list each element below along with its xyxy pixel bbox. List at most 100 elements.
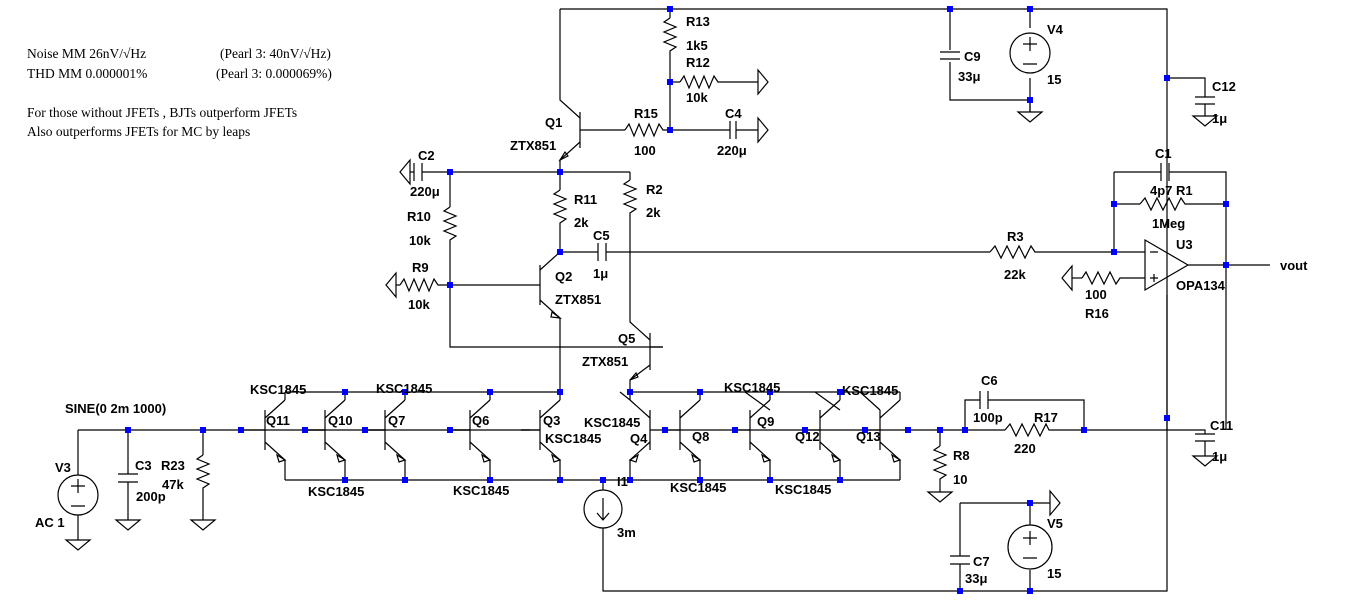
- label-r9: R9: [412, 260, 429, 275]
- label-sine: SINE(0 2m 1000): [65, 401, 166, 416]
- label-r12-value: 10k: [686, 90, 708, 105]
- label-c7: C7: [973, 554, 990, 569]
- label-r13: R13: [686, 14, 710, 29]
- note-noise-pearl: (Pearl 3: 40nV/√Hz): [220, 46, 331, 61]
- label-r12: R12: [686, 55, 710, 70]
- label-r8: R8: [953, 448, 970, 463]
- label-u3-type: OPA134: [1176, 278, 1226, 293]
- label-r16-value: 100: [1085, 287, 1107, 302]
- label-ksc1845-q8: KSC1845: [670, 480, 726, 495]
- note-noise: Noise MM 26nV/√Hz: [27, 46, 146, 61]
- label-c12-value: 1μ: [1212, 111, 1227, 126]
- voltage-source-v5: [1007, 524, 1053, 570]
- ground-icon: [1191, 115, 1219, 127]
- resistors: [195, 17, 1195, 495]
- label-r15-value: 100: [634, 143, 656, 158]
- label-q12: Q12: [795, 429, 820, 444]
- capacitor-c3: [118, 473, 138, 483]
- label-q4: Q4: [630, 431, 648, 446]
- transistor-q11: [246, 399, 287, 480]
- label-r10-value: 10k: [409, 233, 431, 248]
- label-r17-value: 220: [1014, 441, 1036, 456]
- ground-icon: [1016, 111, 1044, 123]
- note-thd-pearl: (Pearl 3: 0.000069%): [216, 66, 332, 81]
- label-r23: R23: [161, 458, 185, 473]
- transistor-q8: [665, 399, 702, 480]
- capacitor-c5: [597, 243, 607, 261]
- label-c3-value: 200p: [136, 489, 166, 504]
- component-labels: R13 1k5 R12 10k R15 100 C4 220μ Q1 ZTX85…: [35, 14, 1308, 586]
- label-r13-value: 1k5: [686, 38, 708, 53]
- grounds: [64, 68, 1219, 551]
- capacitor-c6: [979, 391, 989, 409]
- label-ksc1845-q6: KSC1845: [453, 483, 509, 498]
- label-c7-value: 33μ: [965, 571, 987, 586]
- label-ksc1845-q11: KSC1845: [250, 382, 306, 397]
- resistor-r9: [399, 277, 440, 293]
- label-c9-value: 33μ: [958, 69, 980, 84]
- transistor-q12: [805, 399, 842, 480]
- label-c2: C2: [418, 148, 435, 163]
- ground-icon: [757, 116, 769, 144]
- label-q6: Q6: [472, 413, 489, 428]
- voltage-sources: [57, 32, 1053, 570]
- label-u3: U3: [1176, 237, 1193, 252]
- label-q2-type: ZTX851: [555, 292, 601, 307]
- label-q1-type: ZTX851: [510, 138, 556, 153]
- transistor-q7: [366, 399, 407, 480]
- label-c5-value: 1μ: [593, 266, 608, 281]
- label-r17: R17: [1034, 410, 1058, 425]
- note-bjt: For those without JFETs , BJTs outperfor…: [27, 105, 297, 120]
- label-v5-value: 15: [1047, 566, 1061, 581]
- label-q13: Q13: [856, 429, 881, 444]
- label-c11: C11: [1210, 418, 1233, 433]
- label-r16: R16: [1085, 306, 1109, 321]
- label-i1-value: 3m: [617, 525, 636, 540]
- transistor-q10: [306, 399, 347, 480]
- label-q11: Q11: [266, 413, 290, 428]
- resistor-r11: [552, 189, 568, 228]
- label-c12: C12: [1212, 79, 1236, 94]
- label-r9-value: 10k: [408, 297, 430, 312]
- capacitor-c1: [1160, 163, 1170, 181]
- transistors: [246, 112, 902, 480]
- label-c6: C6: [981, 373, 998, 388]
- resistor-r10: [442, 206, 458, 247]
- label-c2-value: 220μ: [410, 184, 440, 199]
- capacitor-c2: [413, 163, 423, 181]
- label-c4: C4: [725, 106, 742, 121]
- label-r11-value: 2k: [574, 215, 589, 230]
- label-v3-ac: AC 1: [35, 515, 65, 530]
- label-q5-type: ZTX851: [582, 354, 628, 369]
- label-ksc1845-q13: KSC1845: [842, 383, 898, 398]
- ground-icon: [385, 271, 397, 299]
- label-r15: R15: [634, 106, 658, 121]
- ground-icon: [1061, 264, 1073, 292]
- label-v3: V3: [55, 460, 71, 475]
- label-c1-value: 4p7: [1150, 183, 1172, 198]
- note-mc: Also outperforms JFETs for MC by leaps: [27, 124, 250, 139]
- label-q7: Q7: [388, 413, 405, 428]
- label-v5: V5: [1047, 516, 1063, 531]
- label-c4-value: 220μ: [717, 143, 747, 158]
- label-q1: Q1: [545, 115, 562, 130]
- label-c9: C9: [964, 49, 981, 64]
- label-ksc1845-q12: KSC1845: [775, 482, 831, 497]
- junctions: [125, 6, 1229, 594]
- label-vout: vout: [1280, 258, 1308, 273]
- ground-icon: [926, 491, 954, 503]
- ground-icon: [64, 539, 92, 551]
- resistor-r1: [1139, 196, 1195, 212]
- transistor-q9: [735, 399, 772, 480]
- label-r23-value: 47k: [162, 477, 184, 492]
- label-ksc1845-q3: KSC1845: [545, 431, 601, 446]
- voltage-source-v3: [57, 474, 99, 516]
- ground-icon: [1049, 489, 1061, 517]
- annotation-notes: Noise MM 26nV/√Hz (Pearl 3: 40nV/√Hz) TH…: [27, 46, 332, 139]
- label-i1: I1: [617, 474, 628, 489]
- label-c5: C5: [593, 228, 610, 243]
- ground-icon: [399, 158, 411, 186]
- transistor-q4: [628, 399, 665, 480]
- transistor-q1: [558, 112, 597, 162]
- ground-icon: [189, 519, 217, 531]
